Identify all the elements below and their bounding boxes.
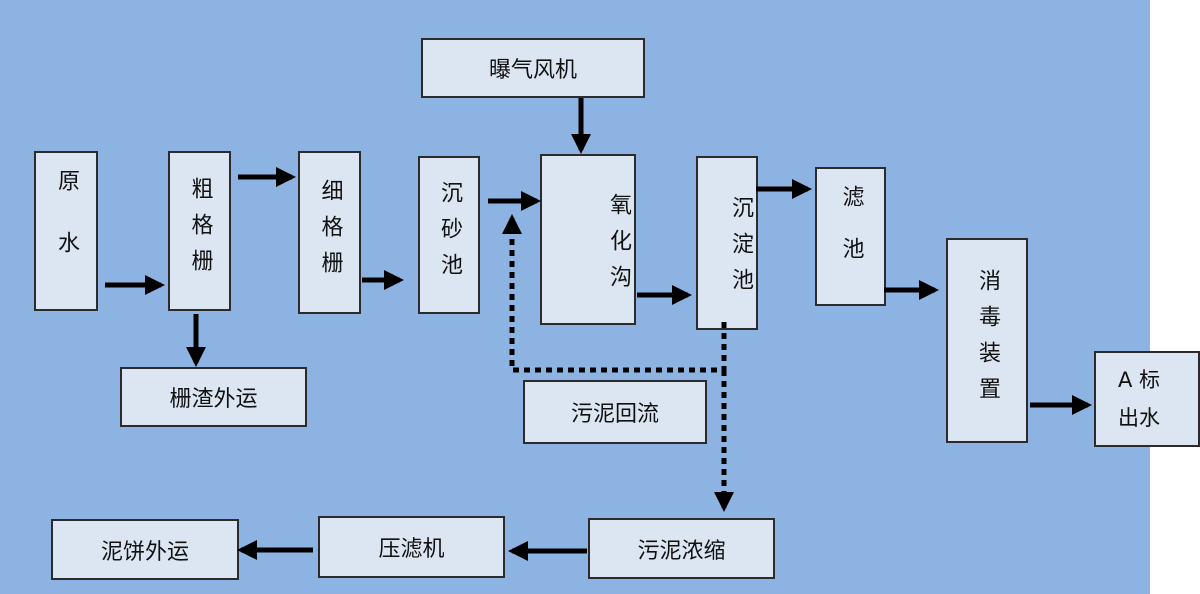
node-raw-water: 原水	[34, 151, 98, 311]
arrow-sludge-return	[502, 214, 727, 373]
node-grit-chamber: 沉砂池	[418, 156, 480, 314]
node-fine-screen: 细格栅	[298, 151, 361, 314]
node-filter-press: 压滤机	[318, 516, 505, 578]
node-sedimentation-tank: 沉淀池	[696, 156, 758, 330]
node-effluent: A 标出水	[1094, 351, 1200, 447]
node-aeration-blower: 曝气风机	[421, 38, 645, 98]
node-screenings-out: 栅渣外运	[120, 367, 307, 427]
flow-arrows	[105, 98, 1092, 561]
node-sludge-return: 污泥回流	[523, 380, 707, 444]
node-oxidation-ditch: 氧化沟	[540, 154, 636, 325]
node-sludge-cake-out: 泥饼外运	[51, 519, 239, 580]
node-disinfection: 消毒装置	[946, 238, 1028, 443]
node-sludge-thickening: 污泥浓缩	[588, 518, 775, 579]
node-coarse-screen: 粗格栅	[168, 151, 231, 311]
node-filter-tank: 滤池	[815, 167, 886, 306]
